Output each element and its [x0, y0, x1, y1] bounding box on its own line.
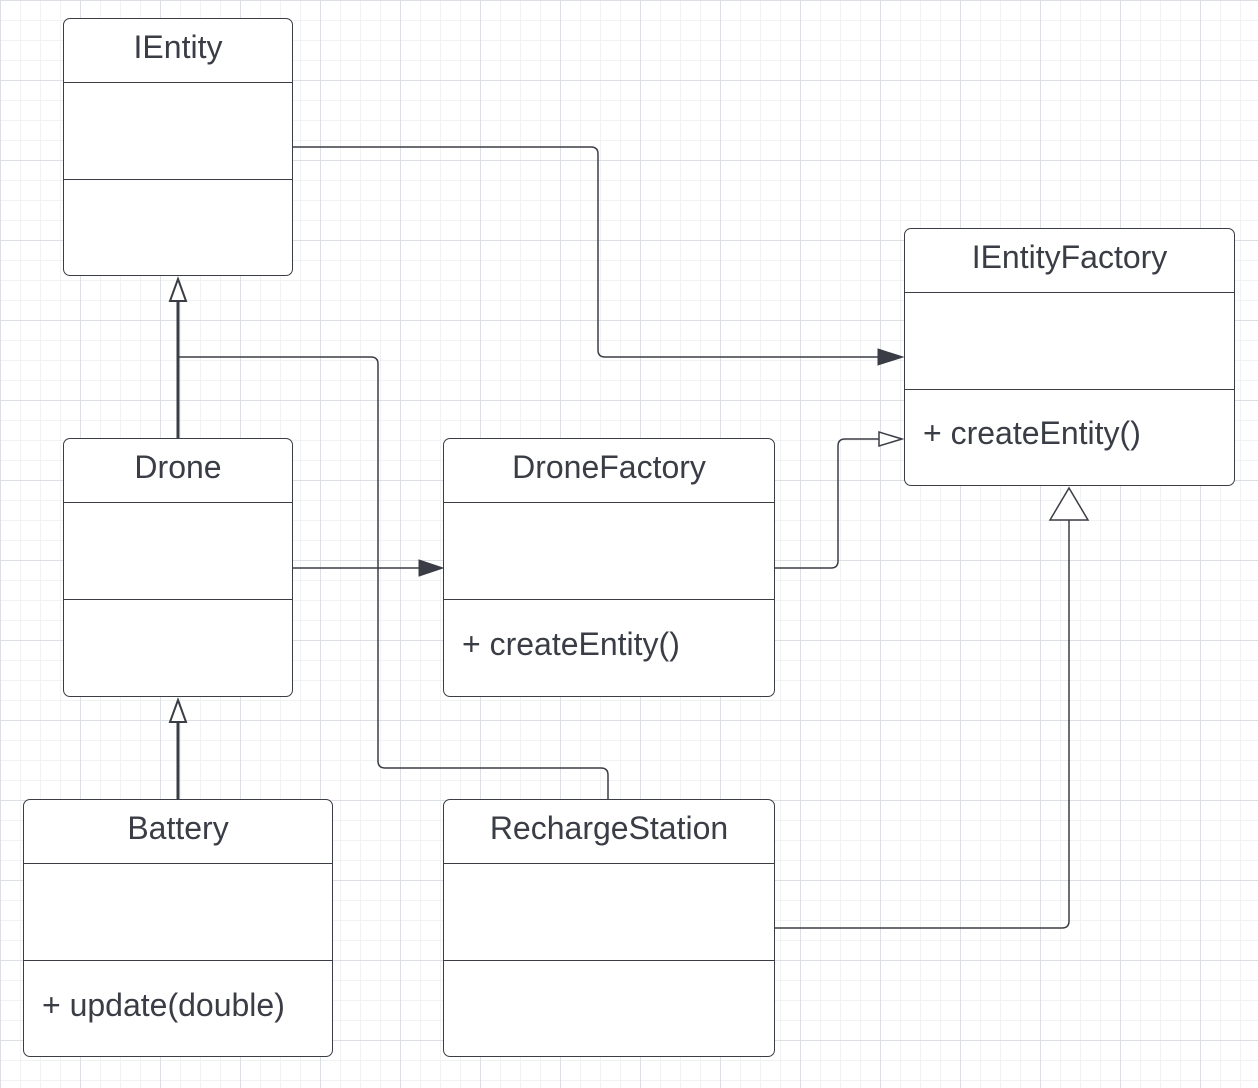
- method-create-entity: + createEntity(): [462, 626, 680, 662]
- compartment-divider: [444, 599, 774, 600]
- compartment-divider: [24, 960, 332, 961]
- methods-compartment: [82, 197, 286, 237]
- compartment-divider: [444, 960, 774, 961]
- generalization-rechargestation-to-ientity[interactable]: [178, 356, 609, 800]
- class-name: DroneFactory: [512, 449, 706, 485]
- class-name: Drone: [134, 449, 222, 485]
- compartment-divider: [24, 863, 332, 864]
- attributes-compartment: [64, 83, 292, 179]
- triangle-rechargestation-to-ientityfactory: [1048, 486, 1090, 521]
- triangle-dronefactory-to-ientityfactory: [878, 430, 905, 448]
- attributes-compartment: [905, 293, 1234, 389]
- association-ientity-to-ientityfactory[interactable]: [292, 146, 880, 358]
- class-name: Battery: [127, 810, 229, 846]
- compartment-divider: [64, 82, 292, 83]
- compartment-divider: [64, 179, 292, 180]
- methods-compartment: [462, 985, 768, 1025]
- class-ientity[interactable]: IEntity: [63, 18, 293, 276]
- compartment-divider: [905, 292, 1234, 293]
- generalization-rechargestation-to-ientityfactory[interactable]: [775, 520, 1070, 929]
- attributes-compartment: [444, 864, 774, 960]
- class-battery[interactable]: Battery + update(double): [23, 799, 333, 1057]
- class-ientityfactory[interactable]: IEntityFactory + createEntity(): [904, 228, 1235, 486]
- method-update: + update(double): [42, 987, 285, 1023]
- class-name: IEntityFactory: [971, 239, 1168, 275]
- class-dronefactory[interactable]: DroneFactory + createEntity(): [443, 438, 775, 697]
- methods-compartment: [82, 623, 286, 663]
- class-rechargestation[interactable]: RechargeStation: [443, 799, 775, 1057]
- arrowhead-ientity-to-ientityfactory: [877, 348, 905, 366]
- compartment-divider: [64, 599, 292, 600]
- attributes-compartment: [64, 503, 292, 599]
- arrowhead-drone-to-dronefactory: [418, 559, 445, 577]
- class-drone[interactable]: Drone: [63, 438, 293, 697]
- compartment-divider: [905, 389, 1234, 390]
- method-create-entity: + createEntity(): [923, 415, 1141, 451]
- compartment-divider: [444, 502, 774, 503]
- attributes-compartment: [24, 864, 332, 960]
- compartment-divider: [444, 863, 774, 864]
- triangle-drone-to-ientity: [168, 276, 188, 302]
- attributes-compartment: [444, 503, 774, 599]
- compartment-divider: [64, 502, 292, 503]
- triangle-battery-to-drone: [168, 697, 188, 723]
- class-name: IEntity: [133, 29, 223, 65]
- class-name: RechargeStation: [489, 810, 729, 846]
- generalization-dronefactory-to-ientityfactory[interactable]: [775, 438, 880, 569]
